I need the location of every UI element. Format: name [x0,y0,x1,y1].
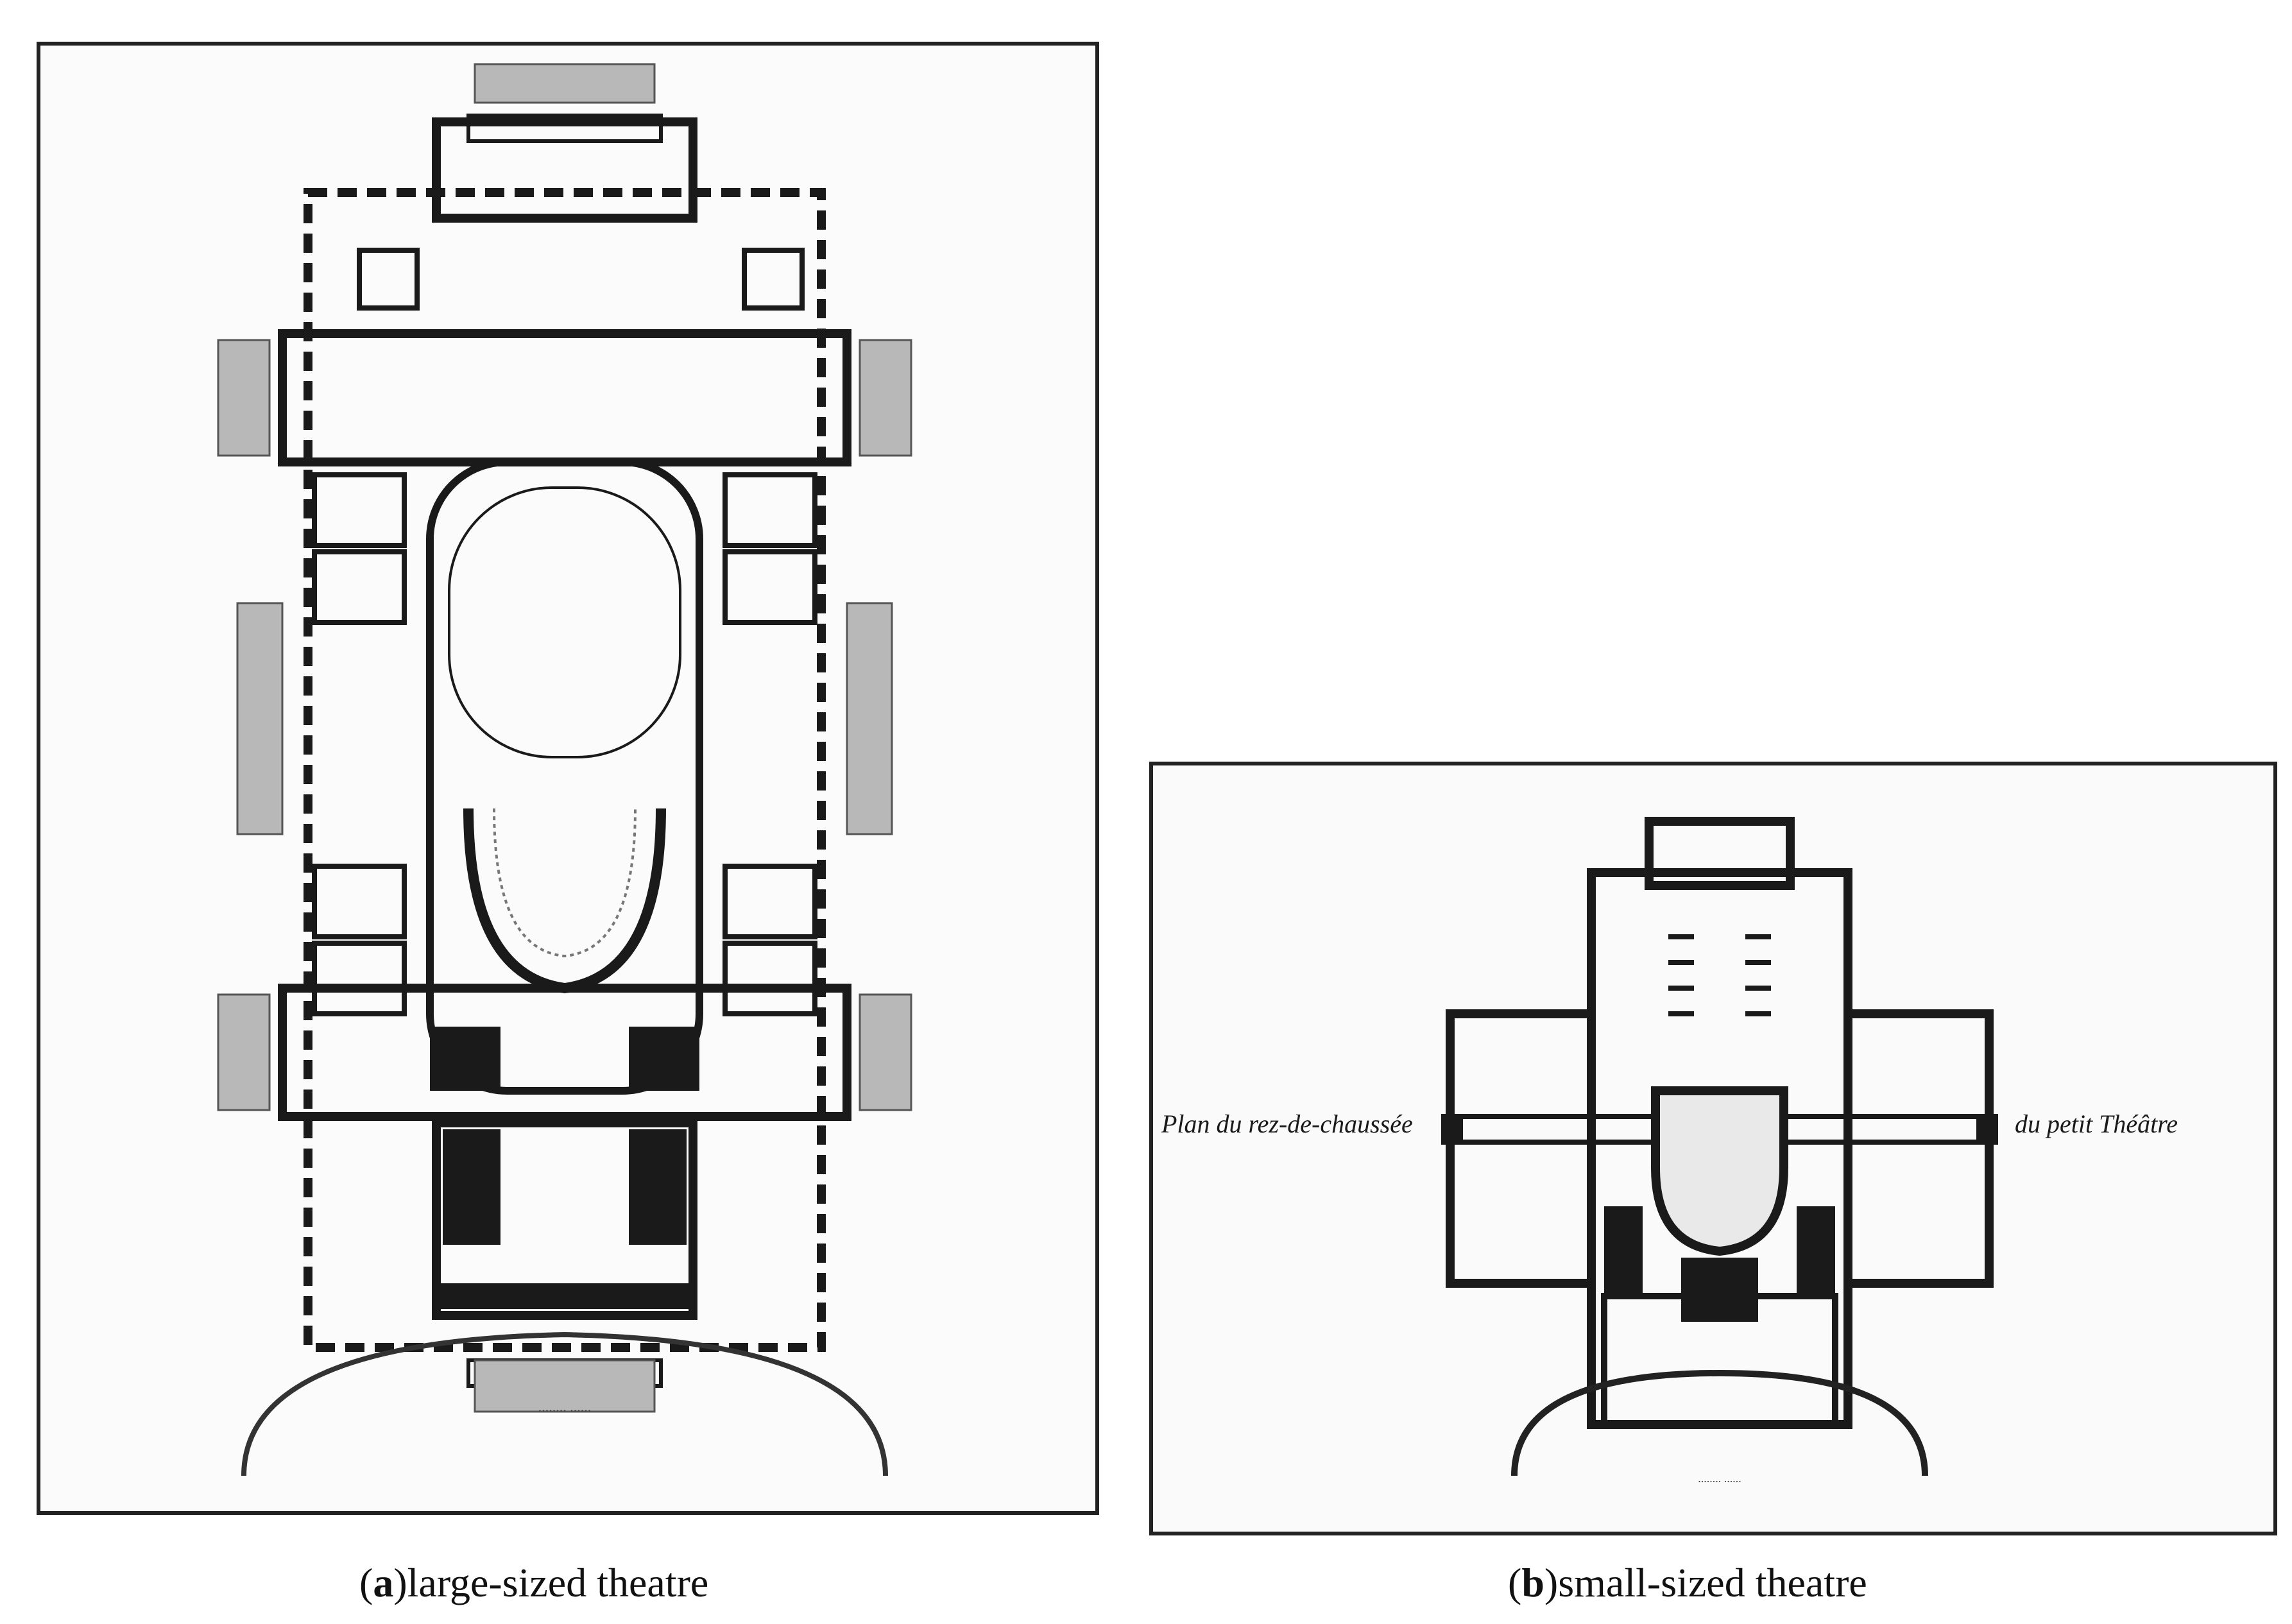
caption-panel-a: (a)large-sized theatre [359,1560,709,1605]
panel-b-scale-note: ........ ...... [1698,1472,1741,1485]
panel-a-large-theatre-plan: ........ ...... [26,38,1104,1540]
panel-b-plan-title-left: Plan du rez-de-chaussée [1161,1109,1413,1138]
caption-a-letter: a [373,1560,394,1605]
caption-b-letter: b [1521,1560,1544,1605]
caption-a-text: large-sized theatre [407,1560,709,1605]
small-theatre-floor-plan-drawing: Plan du rez-de-chaussée du petit Théâtre… [1142,757,2284,1546]
large-theatre-floor-plan-drawing: ........ ...... [26,38,1104,1540]
panel-b-small-theatre-plan: Plan du rez-de-chaussée du petit Théâtre… [1142,757,2284,1546]
caption-b-text: small-sized theatre [1558,1560,1867,1605]
caption-panel-b: (b)small-sized theatre [1508,1560,1867,1605]
panel-a-scale-note: ........ ...... [538,1399,592,1415]
panel-b-plan-title-right: du petit Théâtre [2015,1109,2178,1138]
